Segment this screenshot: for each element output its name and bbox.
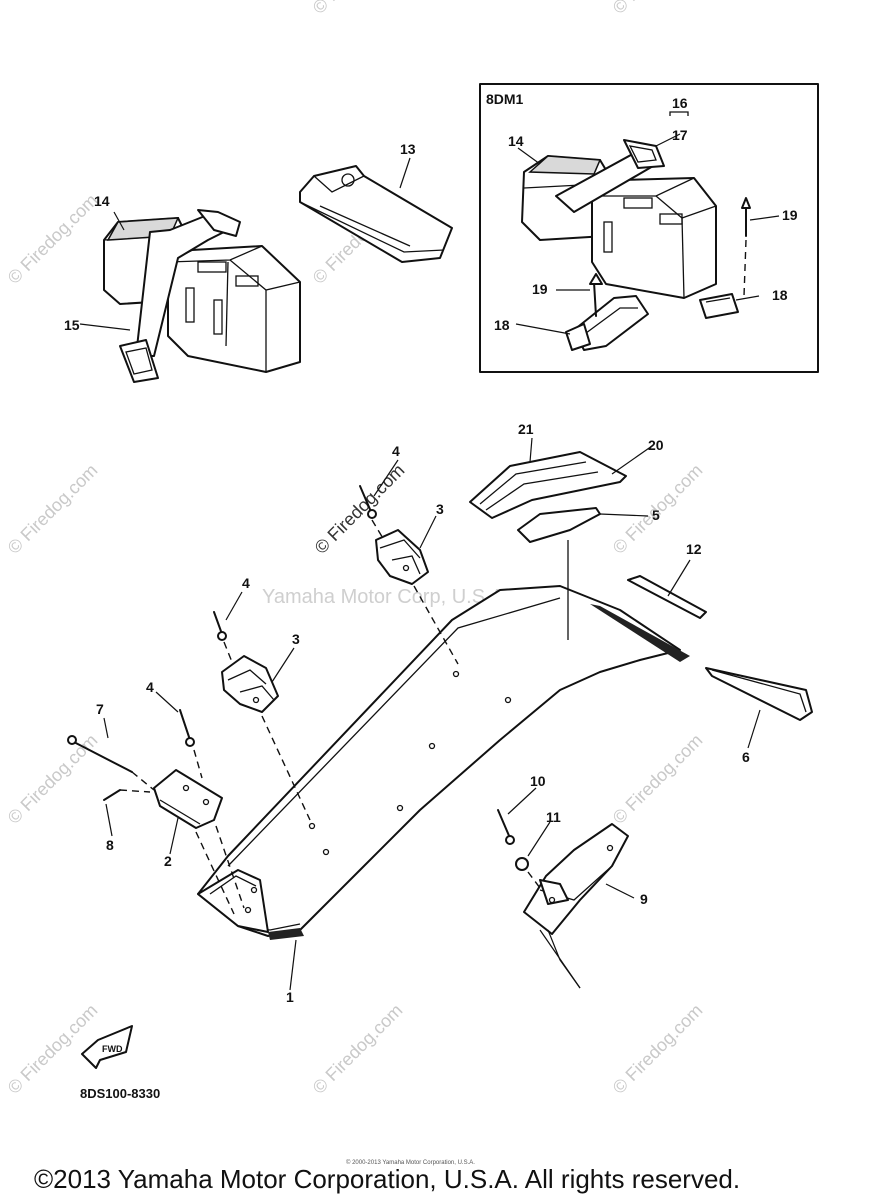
- watermark: © Firedog.com: [4, 460, 102, 558]
- callout-14: 14: [94, 193, 110, 209]
- fwd-arrow: FWD: [81, 1025, 133, 1069]
- callout-13: 13: [400, 141, 416, 157]
- inset-label: 8DM1: [486, 91, 524, 107]
- callout-7: 7: [96, 701, 104, 717]
- callouts: 14 15 13 14 16 17 19 19 18 18 21 20 5 12…: [64, 95, 798, 1005]
- watermark: © Firedog.com: [309, 0, 407, 18]
- callout-8: 8: [106, 837, 114, 853]
- callout-15: 15: [64, 317, 80, 333]
- callout-3-top: 3: [436, 501, 444, 517]
- callout-18-left: 18: [494, 317, 510, 333]
- callout-5: 5: [652, 507, 660, 523]
- callout-9: 9: [640, 891, 648, 907]
- watermark: © Firedog.com: [309, 1000, 407, 1098]
- part-6-handle: [705, 667, 813, 721]
- callout-19-left: 19: [532, 281, 548, 297]
- part-12-strip: [590, 575, 707, 662]
- part-2-hinge: [67, 735, 245, 915]
- watermark: © Firedog.com: [609, 0, 707, 18]
- callout-19-right: 19: [782, 207, 798, 223]
- watermark: © Firedog.com: [4, 730, 102, 828]
- callout-16: 16: [672, 95, 688, 111]
- copyright-text: ©2013 Yamaha Motor Corporation, U.S.A. A…: [34, 1164, 740, 1194]
- callout-4-mid: 4: [242, 575, 250, 591]
- callout-10: 10: [530, 773, 546, 789]
- part-1-plate: [197, 585, 681, 940]
- callout-20: 20: [648, 437, 664, 453]
- part-3-bracket-upper: [375, 529, 459, 665]
- callout-17: 17: [672, 127, 688, 143]
- callout-3-mid: 3: [292, 631, 300, 647]
- watermark: © Firedog.com: [609, 1000, 707, 1098]
- part-20-21-pads: [469, 451, 627, 640]
- leader-lines: [79, 133, 780, 991]
- callout-14-inset: 14: [508, 133, 524, 149]
- center-watermark: Yamaha Motor Corp, U.S.A.: [262, 586, 510, 608]
- part-13-pouch: [299, 165, 453, 263]
- part-9-latch: [497, 809, 629, 935]
- part-14-box-with-strap: [103, 209, 301, 383]
- callout-1: 1: [286, 989, 294, 1005]
- fasteners-4: [179, 485, 385, 779]
- callout-6: 6: [742, 749, 750, 765]
- callout-18-right: 18: [772, 287, 788, 303]
- inset-8dm1: 8DM1: [479, 83, 819, 373]
- watermark: © Firedog.com: [609, 730, 707, 828]
- callout-11: 11: [546, 809, 561, 825]
- callout-2: 2: [164, 853, 172, 869]
- watermark: © Firedog.com: [4, 190, 102, 288]
- callout-4-low: 4: [146, 679, 154, 695]
- fwd-label: FWD: [102, 1044, 123, 1054]
- small-print: © 2000-2013 Yamaha Motor Corporation, U.…: [346, 1159, 475, 1166]
- callout-21: 21: [518, 421, 534, 437]
- part-3-bracket-lower: [221, 655, 311, 821]
- diagram-code: 8DS100-8330: [80, 1086, 160, 1101]
- callout-12: 12: [686, 541, 702, 557]
- callout-4-top: 4: [392, 443, 400, 459]
